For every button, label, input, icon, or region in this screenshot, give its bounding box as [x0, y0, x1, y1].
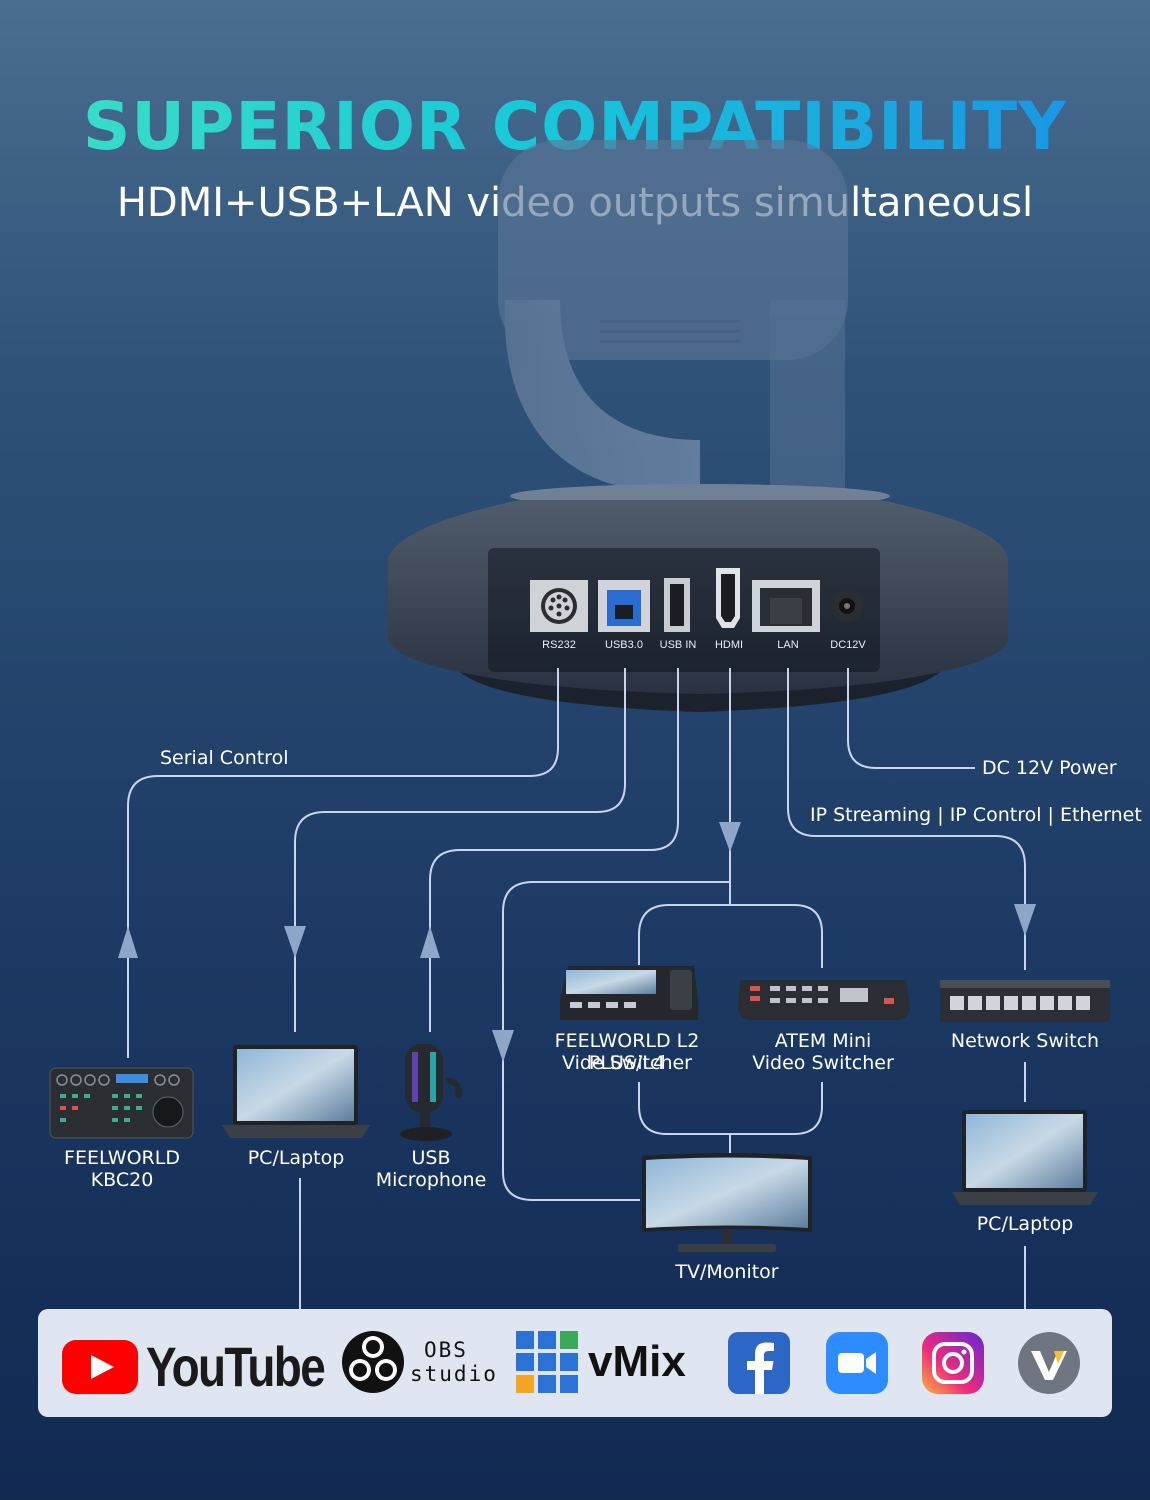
- ip-streaming-label: IP Streaming | IP Control | Ethernet: [810, 804, 1142, 826]
- dc-power-label: DC 12V Power: [982, 757, 1117, 779]
- arrow-heads: [118, 822, 1036, 1062]
- obs-wordmark: OBS studio: [410, 1338, 498, 1386]
- pc-left-label: PC/Laptop: [247, 1147, 345, 1169]
- port-label-hdmi: HDMI: [714, 639, 744, 651]
- port-dc12v: [831, 590, 863, 622]
- instagram-icon: [922, 1332, 984, 1394]
- obs-icon: [342, 1331, 404, 1393]
- zoom-icon: [826, 1332, 888, 1394]
- port-usb-in: [664, 578, 690, 632]
- obs-text-line2: studio: [410, 1362, 498, 1386]
- port-label-lan: LAN: [777, 639, 799, 651]
- port-label-rs232: RS232: [542, 639, 576, 651]
- network-switch-device: [940, 980, 1110, 1022]
- atem-label-line2: Video Switcher: [752, 1052, 894, 1074]
- usb-microphone-device: [400, 1044, 462, 1141]
- youtube-icon: [62, 1339, 138, 1394]
- port-usb3: [598, 580, 650, 632]
- pc-left-device: [222, 1045, 370, 1138]
- port-label-dc12v: DC12V: [830, 639, 866, 651]
- atem-mini-device: [738, 980, 910, 1020]
- port-rs232: [530, 580, 588, 632]
- port-lan: [752, 580, 820, 632]
- vmix-wordmark: vMix: [588, 1337, 686, 1386]
- connection-lines: [127, 668, 1026, 1309]
- obs-logo: OBS studio: [342, 1331, 498, 1393]
- feelworld-l2-device: [560, 966, 698, 1020]
- kbc20-device: [49, 1067, 194, 1139]
- l2-label-line2: Vide Switcher: [562, 1052, 692, 1074]
- vmix-logo: vMix: [516, 1331, 686, 1393]
- l2-label-line1: FEELWORLD L2 PLUS/L4: [554, 1030, 700, 1074]
- microphone-label-line1: USB: [411, 1147, 451, 1169]
- pc-right-device: [952, 1110, 1098, 1205]
- microphone-label-line2: Microphone: [375, 1169, 487, 1191]
- serial-control-label: Serial Control: [160, 747, 289, 769]
- kbc20-label: FEELWORLD KBC20: [64, 1147, 180, 1191]
- facebook-icon: [728, 1332, 790, 1394]
- atem-label-line1: ATEM Mini: [774, 1030, 872, 1052]
- port-hdmi: [716, 568, 740, 628]
- wirecast-icon: [1018, 1332, 1080, 1394]
- obs-text-line1: OBS: [424, 1338, 468, 1362]
- network-switch-label: Network Switch: [950, 1030, 1100, 1052]
- youtube-wordmark: YouTube: [146, 1335, 326, 1398]
- pc-right-label: PC/Laptop: [976, 1213, 1074, 1235]
- port-label-usb3: USB3.0: [605, 639, 643, 651]
- youtube-logo: YouTube: [62, 1334, 363, 1399]
- port-label-usb-in: USB IN: [659, 639, 697, 651]
- tv-monitor-device: [642, 1153, 812, 1252]
- vmix-icon: [516, 1331, 578, 1393]
- ptz-camera: [388, 140, 1008, 712]
- monitor-label: TV/Monitor: [675, 1261, 779, 1283]
